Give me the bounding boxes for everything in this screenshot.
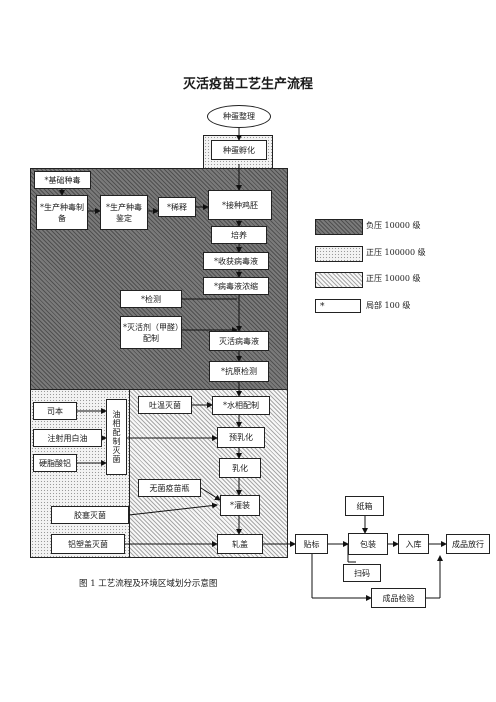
legend-label-local: 局部 100 级: [366, 301, 411, 310]
node-stopper: 胶塞灭菌: [51, 506, 129, 524]
node-code: 扫码: [343, 564, 381, 582]
legend-swatch-local: *: [315, 299, 361, 313]
legend-swatch-dotted: [315, 246, 363, 262]
node-oil-prep: 油相配制灭菌: [106, 399, 127, 475]
node-strain-identify: *生产种毒鉴定: [100, 195, 148, 230]
node-strain-prep: *生产种毒制备: [36, 195, 88, 230]
node-cap: 铝塑盖灭菌: [51, 534, 125, 554]
node-seed-egg-sort: 种蛋整理: [207, 105, 271, 128]
node-storage: 入库: [398, 534, 429, 554]
node-al-stearate: 硬脂酸铝: [33, 454, 77, 472]
node-inactivator-prep: *灭活剂（甲醛）配制: [120, 316, 182, 349]
legend-label-dotted: 正压 100000 级: [366, 248, 426, 257]
node-carton: 纸箱: [345, 496, 384, 516]
legend-local-mark: *: [320, 302, 325, 312]
node-dilute: *稀释: [158, 197, 196, 217]
node-harvest: *收获病毒液: [203, 252, 269, 270]
node-pack: 包装: [348, 533, 388, 555]
node-incubate: 培养: [211, 226, 267, 244]
node-qc: 成品检验: [371, 588, 426, 608]
figure-caption: 图 1 工艺流程及环境区域划分示意图: [79, 579, 218, 589]
node-aqueous: *水相配制: [212, 396, 270, 415]
zone-aqueous-phase: [129, 389, 288, 558]
node-sterile-bottle: 无菌疫苗瓶: [138, 479, 201, 497]
node-basic-strain: *基础种毒: [34, 171, 91, 189]
page-title: 灭活疫苗工艺生产流程: [182, 77, 313, 92]
node-span: 司本: [33, 402, 77, 420]
node-antigen-test: *抗原检测: [209, 361, 269, 382]
legend-swatch-hatched: [315, 272, 363, 288]
node-tween: 吐温灭菌: [138, 396, 192, 414]
node-seal: 轧盖: [217, 534, 263, 554]
node-inj-oil: 注射用白油: [33, 429, 102, 447]
node-release: 成品放行: [446, 534, 490, 554]
node-fill: *灌装: [220, 495, 260, 516]
node-test: *检测: [120, 290, 182, 308]
node-concentrate: *病毒液浓缩: [203, 277, 269, 295]
node-emulsify: 乳化: [219, 458, 261, 478]
legend-label-negative: 负压 10000 级: [366, 221, 421, 230]
node-inactivate: 灭活病毒液: [209, 331, 269, 351]
legend-swatch-negative: [315, 219, 363, 235]
node-pre-emulsify: 预乳化: [217, 427, 265, 448]
node-seed-egg-hatch: 种蛋孵化: [211, 140, 267, 160]
node-inoculate: *接种鸡胚: [208, 190, 272, 220]
legend-label-hatched: 正压 10000 级: [366, 274, 421, 283]
node-label: 贴标: [295, 534, 328, 554]
